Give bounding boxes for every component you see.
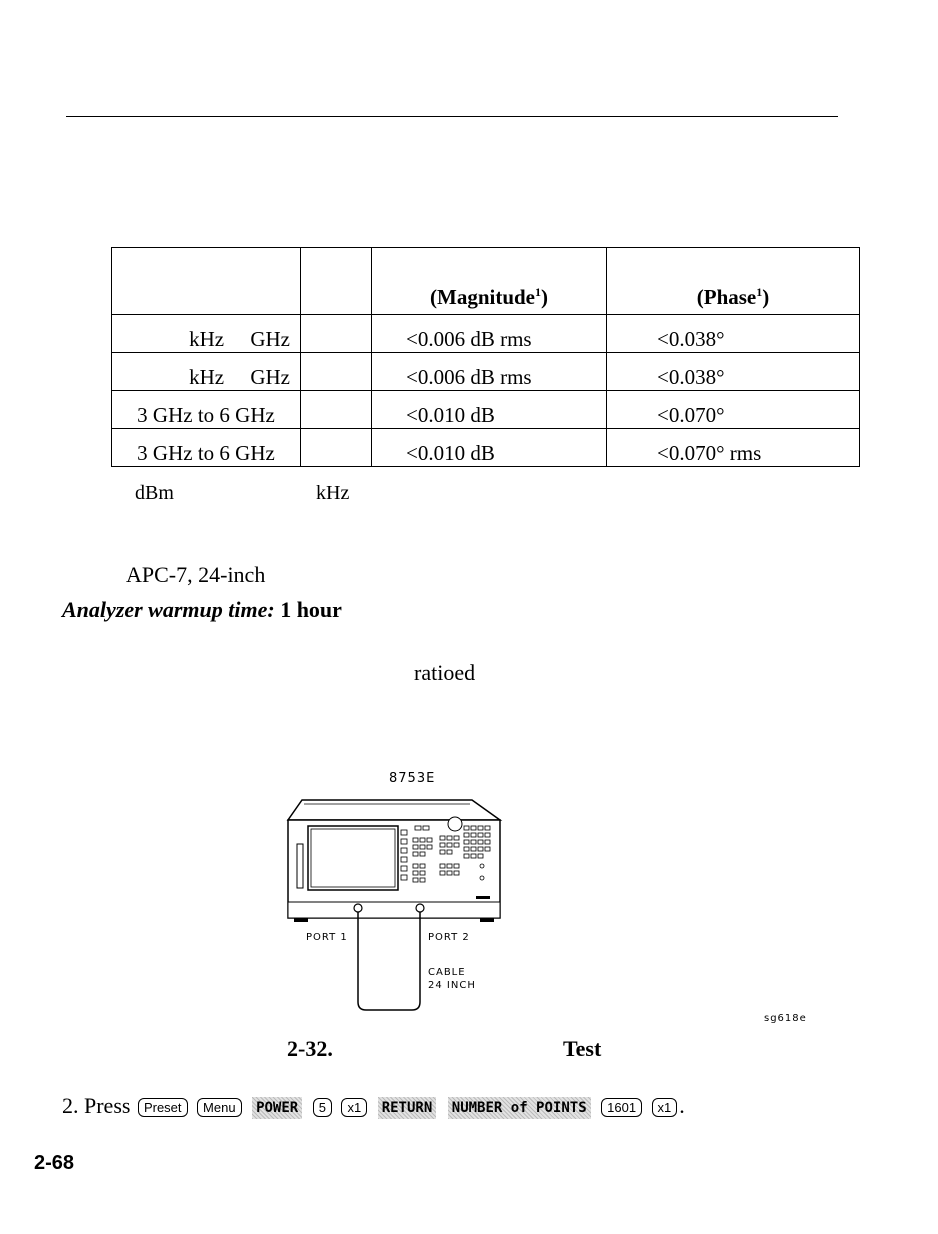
- procedure-step: 2. Press Preset Menu POWER 5 x1 RETURN N…: [62, 1093, 685, 1119]
- magnitude-cell: <0.010 dB: [371, 390, 607, 429]
- footnote-dbm: dBm: [135, 482, 174, 504]
- header-magnitude: (Magnitude1): [371, 247, 607, 315]
- magnitude-cell: <0.006 dB rms: [371, 352, 607, 391]
- key-x1[interactable]: x1: [341, 1098, 368, 1118]
- spec-table: (Magnitude1) (Phase1) kHz GHz <0.006 dB …: [111, 247, 860, 467]
- magnitude-cell: <0.006 dB rms: [371, 314, 607, 353]
- port1-label: PORT 1: [306, 932, 348, 943]
- header-phase-text: (Phase: [696, 285, 757, 309]
- freq-cell: 3 GHz to 6 GHz: [111, 428, 301, 467]
- footnote-marker: 1: [756, 285, 763, 299]
- cable-label-1: CABLE: [428, 967, 466, 978]
- page-number: 2-68: [34, 1152, 75, 1174]
- key-x1[interactable]: x1: [651, 1098, 678, 1118]
- key-1601[interactable]: 1601: [601, 1098, 643, 1118]
- table-header-row: (Magnitude1) (Phase1): [111, 247, 860, 315]
- cell: [300, 390, 372, 429]
- ratioed-word: ratioed: [414, 660, 476, 685]
- header-phase: (Phase1): [606, 247, 860, 315]
- freq-cell: kHz GHz: [111, 352, 301, 391]
- footnote-khz: kHz: [316, 482, 350, 504]
- phase-cell: <0.038°: [606, 352, 860, 391]
- figure-number: 2-32.: [287, 1036, 333, 1061]
- table-row: kHz GHz <0.006 dB rms <0.038°: [111, 352, 860, 391]
- warmup-label: Analyzer warmup time:: [62, 597, 275, 622]
- analyzer-model-label: 8753E: [389, 771, 436, 786]
- warmup-value: 1 hour: [280, 597, 342, 622]
- key-5[interactable]: 5: [312, 1098, 332, 1118]
- header-magnitude-text: (Magnitude: [430, 285, 535, 309]
- menu-key[interactable]: Menu: [197, 1098, 242, 1118]
- freq-cell: 3 GHz to 6 GHz: [111, 390, 301, 429]
- phase-cell: <0.038°: [606, 314, 860, 353]
- cell: [300, 428, 372, 467]
- step-end: .: [679, 1093, 685, 1118]
- analyzer-illustration: [286, 799, 503, 1011]
- cell: [300, 352, 372, 391]
- header-cell: [111, 247, 301, 315]
- footnote-marker: 1: [535, 285, 541, 299]
- cable-spec: APC-7, 24-inch: [126, 562, 266, 587]
- phase-cell: <0.070°: [606, 390, 860, 429]
- freq-cell: kHz GHz: [111, 314, 301, 353]
- figure-caption-word: Test: [563, 1036, 602, 1061]
- step-press: Press: [84, 1093, 131, 1118]
- table-row: 3 GHz to 6 GHz <0.010 dB <0.070° rms: [111, 428, 860, 467]
- return-softkey[interactable]: RETURN: [377, 1096, 437, 1119]
- power-softkey[interactable]: POWER: [252, 1096, 303, 1119]
- table-row: kHz GHz <0.006 dB rms <0.038°: [111, 314, 860, 353]
- port2-label: PORT 2: [428, 932, 470, 943]
- cell: [300, 314, 372, 353]
- table-row: 3 GHz to 6 GHz <0.010 dB <0.070°: [111, 390, 860, 429]
- step-number: 2.: [62, 1093, 79, 1118]
- number-of-points-softkey[interactable]: NUMBER of POINTS: [447, 1096, 591, 1119]
- magnitude-cell: <0.010 dB: [371, 428, 607, 467]
- top-rule: [66, 116, 838, 117]
- preset-key[interactable]: Preset: [137, 1098, 188, 1118]
- header-cell: [300, 247, 372, 315]
- cable-label-2: 24 INCH: [428, 980, 476, 991]
- figure-code: sg618e: [764, 1013, 807, 1024]
- phase-cell: <0.070° rms: [606, 428, 860, 467]
- warmup-line: Analyzer warmup time: 1 hour: [62, 597, 342, 623]
